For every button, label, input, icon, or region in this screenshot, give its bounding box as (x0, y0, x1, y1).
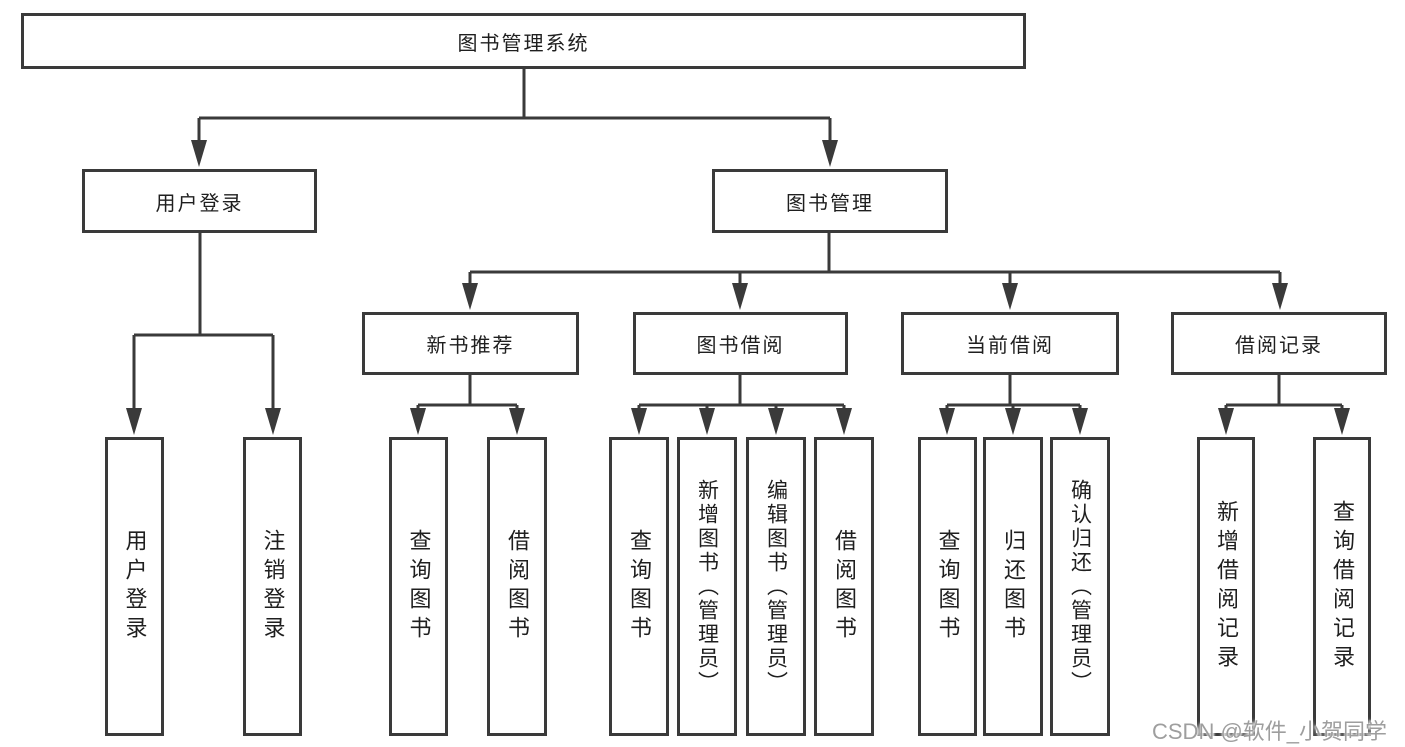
node-leaf-borrow-books-borrowing: 借阅图书 (814, 437, 874, 736)
node-leaf-confirm-return-admin-label: 确认归还（管理员） (1068, 478, 1092, 695)
node-root-system-label: 图书管理系统 (457, 32, 590, 55)
csdn-watermark: CSDN @软件_小贺同学 (1152, 719, 1388, 744)
node-leaf-query-books-current-label: 查询图书 (935, 528, 961, 645)
node-book-borrowing: 图书借阅 (633, 312, 848, 375)
node-leaf-return-book-label: 归还图书 (1001, 528, 1026, 645)
node-book-borrowing-label: 图书借阅 (696, 335, 785, 357)
node-current-borrowing: 当前借阅 (901, 312, 1119, 375)
node-borrowing-records: 借阅记录 (1171, 312, 1387, 375)
node-leaf-logout-label: 注销登录 (260, 528, 286, 645)
node-leaf-query-borrow-record: 查询借阅记录 (1313, 437, 1371, 736)
node-leaf-query-books-current: 查询图书 (918, 437, 977, 736)
connector-path (132, 69, 1344, 412)
node-leaf-add-book-admin: 新增图书（管理员） (677, 437, 737, 736)
node-leaf-user-login-label: 用户登录 (122, 528, 148, 645)
node-leaf-logout: 注销登录 (243, 437, 302, 736)
node-borrowing-records-label: 借阅记录 (1235, 335, 1323, 357)
node-leaf-add-borrow-record-label: 新增借阅记录 (1214, 499, 1239, 674)
node-leaf-query-books-recommend: 查询图书 (389, 437, 448, 736)
node-new-book-recommend-label: 新书推荐 (426, 335, 515, 357)
node-new-book-recommend: 新书推荐 (362, 312, 579, 375)
node-user-login-branch-label: 用户登录 (155, 192, 244, 215)
node-user-login-branch: 用户登录 (82, 169, 317, 233)
node-current-borrowing-label: 当前借阅 (966, 335, 1054, 357)
node-leaf-add-borrow-record: 新增借阅记录 (1197, 437, 1255, 736)
node-book-management-branch-label: 图书管理 (786, 192, 874, 215)
arrowheads (126, 140, 1350, 435)
node-leaf-borrow-books-recommend-label: 借阅图书 (505, 528, 530, 645)
node-book-management-branch: 图书管理 (712, 169, 948, 233)
node-leaf-borrow-books-recommend: 借阅图书 (487, 437, 547, 736)
node-leaf-add-book-admin-label: 新增图书（管理员） (695, 478, 719, 695)
node-root-system: 图书管理系统 (21, 13, 1026, 69)
node-leaf-query-books-recommend-label: 查询图书 (406, 528, 432, 645)
node-leaf-confirm-return-admin: 确认归还（管理员） (1050, 437, 1110, 736)
node-leaf-query-books-borrowing-label: 查询图书 (627, 528, 652, 645)
node-leaf-query-books-borrowing: 查询图书 (609, 437, 669, 736)
node-leaf-user-login: 用户登录 (105, 437, 164, 736)
node-leaf-borrow-books-borrowing-label: 借阅图书 (832, 528, 857, 645)
node-leaf-edit-book-admin-label: 编辑图书（管理员） (764, 478, 788, 695)
node-leaf-query-borrow-record-label: 查询借阅记录 (1330, 499, 1355, 674)
node-leaf-return-book: 归还图书 (983, 437, 1043, 736)
node-leaf-edit-book-admin: 编辑图书（管理员） (746, 437, 806, 736)
